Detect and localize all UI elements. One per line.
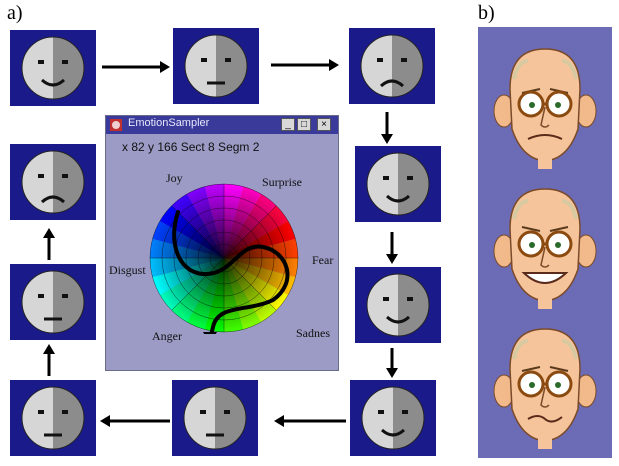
emotion-face bbox=[172, 380, 258, 456]
emotion-face bbox=[10, 144, 96, 220]
emotion-face bbox=[350, 380, 436, 456]
emotion-face bbox=[10, 380, 96, 456]
emotion-face bbox=[173, 28, 259, 104]
arrow-up-icon bbox=[43, 228, 55, 260]
emotion-face bbox=[355, 267, 441, 343]
caricature-grimacing bbox=[488, 319, 602, 449]
emotion-face bbox=[355, 146, 441, 222]
arrow-right-icon bbox=[271, 59, 339, 71]
panel-a-label: a) bbox=[7, 2, 23, 24]
close-button[interactable]: × bbox=[317, 118, 331, 131]
emotion-trajectory bbox=[172, 210, 290, 334]
arrow-left-icon bbox=[100, 415, 170, 427]
emotion-face bbox=[10, 264, 96, 340]
emotion-face bbox=[349, 28, 435, 104]
minimize-button[interactable]: _ bbox=[281, 118, 295, 131]
label-joy: Joy bbox=[166, 171, 183, 185]
emotion-face bbox=[10, 30, 96, 106]
arrow-down-icon bbox=[386, 348, 398, 378]
label-disgust: Disgust bbox=[109, 263, 146, 277]
label-fear: Fear bbox=[312, 253, 334, 267]
label-sadness: Sadnes bbox=[296, 326, 330, 340]
caricature-grinning bbox=[488, 179, 602, 309]
arrow-down-icon bbox=[386, 232, 398, 264]
emotion-sampler-window: EmotionSampler _ □ × x 82 y 166 Sect 8 S… bbox=[105, 115, 339, 371]
window-title: EmotionSampler bbox=[128, 117, 210, 129]
app-icon bbox=[110, 119, 122, 131]
label-surprise: Surprise bbox=[262, 175, 302, 189]
maximize-button[interactable]: □ bbox=[297, 118, 311, 131]
caricature-panel bbox=[478, 27, 612, 458]
label-anger: Anger bbox=[152, 329, 182, 343]
coordinates-status: x 82 y 166 Sect 8 Segm 2 bbox=[122, 140, 260, 154]
caricature-tired bbox=[488, 39, 602, 169]
window-titlebar[interactable]: EmotionSampler _ □ × bbox=[106, 116, 338, 134]
arrow-right-icon bbox=[102, 61, 170, 73]
emotion-color-wheel[interactable] bbox=[148, 182, 300, 334]
arrow-up-icon bbox=[43, 344, 55, 376]
arrow-left-icon bbox=[274, 415, 346, 427]
arrow-down-icon bbox=[381, 112, 393, 144]
panel-b-label: b) bbox=[478, 2, 495, 24]
